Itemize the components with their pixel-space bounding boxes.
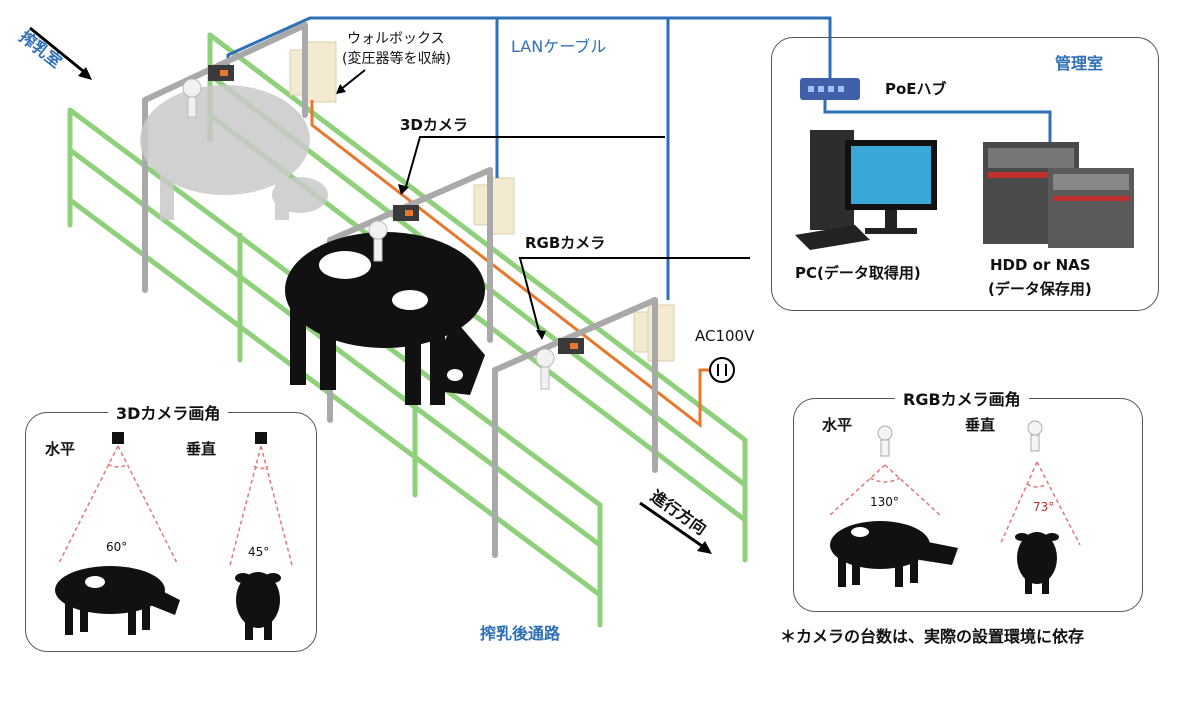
passage-label: 搾乳後通路 (480, 624, 561, 643)
fov-3d-horizontal-label: 水平 (45, 440, 76, 458)
control-room-panel (771, 37, 1159, 311)
camera-rgb-icon (182, 78, 555, 390)
power-outlet-icon (709, 357, 735, 383)
power-line (310, 100, 710, 429)
camera-3d-icon (208, 65, 584, 354)
fov-rgb-horizontal-label: 水平 (822, 416, 853, 434)
arrow-direction-icon (639, 501, 712, 554)
fov-rgb-v-angle: 73° (1033, 500, 1055, 514)
wall-box-label: ウォルボックス (347, 31, 445, 47)
fov-rgb-drawings (829, 420, 1081, 594)
cow-front-icon (235, 572, 281, 640)
storage-label-1: HDD or NAS (990, 256, 1091, 274)
wall-box-note: (変圧器等を収納) (342, 51, 451, 67)
callout-lines (339, 69, 750, 336)
control-room-title: 管理室 (1055, 54, 1104, 73)
arrow-milking-room-icon (29, 26, 92, 80)
callout-arrowheads (336, 84, 546, 340)
fov-3d-v-angle: 45° (248, 545, 270, 559)
cow-front-rgb-icon (1015, 532, 1059, 594)
pc-icon (795, 130, 937, 250)
camera-3d-label: 3Dカメラ (400, 116, 468, 134)
fov-rgb-h-angle: 130° (870, 495, 899, 509)
fov-3d-h-angle: 60° (106, 540, 128, 554)
cow-side-icon (55, 566, 180, 635)
fov-rgb-title: RGBカメラ画角 (895, 386, 1029, 410)
cow-side-rgb-icon (830, 521, 958, 587)
poe-hub-label: PoEハブ (885, 80, 947, 98)
poe-hub-icon (800, 78, 860, 100)
fov-3d-vertical-label: 垂直 (186, 440, 217, 458)
cow-main-icon (285, 232, 485, 405)
lan-cable-label: LANケーブル (511, 37, 607, 56)
pc-label: PC(データ取得用) (795, 264, 921, 282)
storage-label-2: (データ保存用) (988, 280, 1092, 298)
cow-faded-icon (140, 85, 328, 220)
fov-3d-title: 3Dカメラ画角 (108, 400, 229, 424)
fov-3d-drawings (55, 432, 293, 640)
camera-rgb-label: RGBカメラ (525, 234, 606, 252)
fov-rgb-vertical-label: 垂直 (965, 416, 996, 434)
ac-power-label: AC100V (695, 327, 755, 345)
footnote: ＊カメラの台数は、実際の設置環境に依存 (780, 627, 1085, 646)
storage-server-icon (983, 142, 1134, 248)
